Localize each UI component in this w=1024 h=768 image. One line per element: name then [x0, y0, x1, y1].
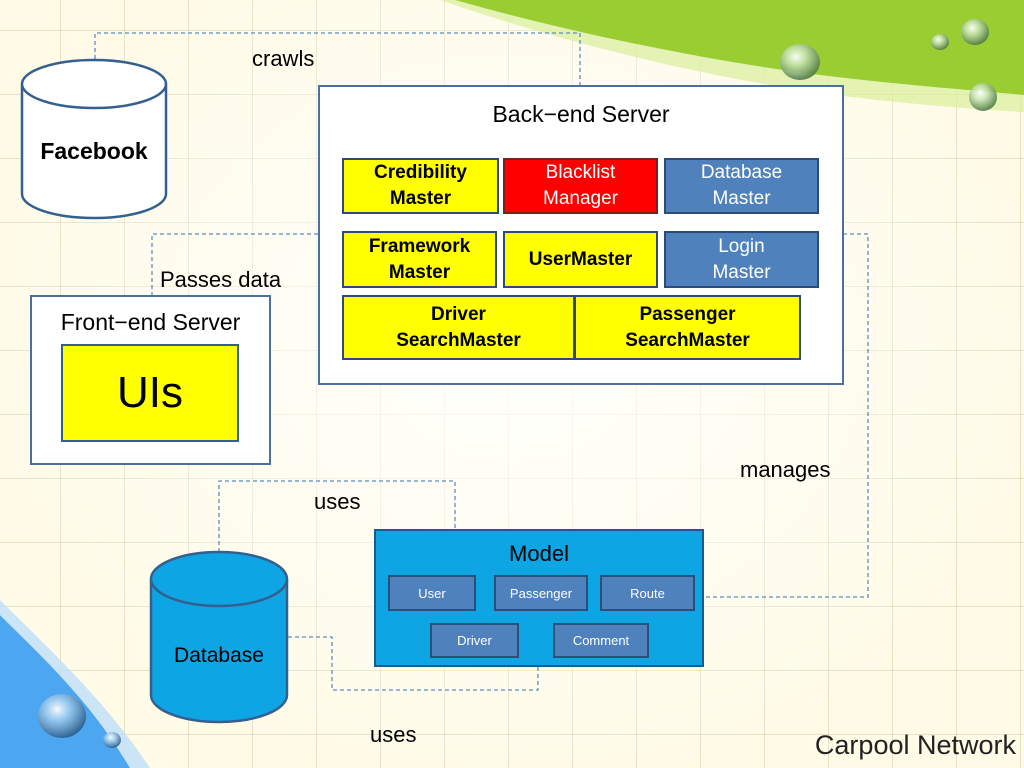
droplet-decoration [38, 694, 86, 738]
droplet-decoration [931, 34, 949, 50]
slide-footer-title: Carpool Network [814, 730, 1016, 760]
module-label: Database [700, 162, 783, 183]
label-crawls: crawls [252, 46, 315, 71]
module-label: Login [718, 235, 765, 257]
light-blue-band [0, 600, 150, 768]
facebook-label: Facebook [40, 138, 148, 164]
module-label: Driver [431, 303, 486, 325]
module-label: Framework [368, 235, 471, 257]
droplet-decoration [780, 44, 820, 80]
module-label: SearchMaster [396, 329, 521, 351]
module-usermaster: UserMaster [503, 231, 658, 288]
model-item-passenger: Passenger [494, 575, 588, 611]
backend-server-title: Back−end Server [492, 101, 670, 127]
blue-corner-shape [0, 615, 130, 768]
label-uses-bottom: uses [370, 722, 417, 747]
uis-label: UIs [117, 368, 183, 417]
light-green-band [440, 0, 1024, 112]
droplet-decoration [961, 19, 989, 45]
module-label: Blacklist [545, 162, 616, 183]
droplet-decoration [103, 732, 121, 748]
label-uses-top: uses [314, 489, 361, 514]
model-item-user: User [388, 575, 476, 611]
connector-uses-bottom [288, 636, 539, 691]
module-label: Passenger [639, 303, 736, 325]
model-title: Model [509, 541, 569, 566]
connector-uses-top [218, 480, 456, 552]
frontend-server-box: Front−end Server UIs [30, 295, 271, 465]
facebook-cylinder [20, 58, 168, 220]
green-corner-shape [455, 0, 1024, 95]
database-label: Database [174, 644, 264, 667]
model-box: Model User Passenger Route Driver Commen… [374, 529, 704, 667]
database-cylinder [149, 550, 289, 724]
frontend-server-title: Front−end Server [60, 309, 241, 335]
uis-box: UIs [61, 344, 239, 442]
module-label: Master [712, 188, 771, 209]
module-label: Credibility [374, 162, 467, 183]
module-label: Master [712, 261, 771, 283]
module-label: Master [388, 261, 451, 283]
model-item-driver: Driver [430, 623, 519, 658]
model-item-route: Route [600, 575, 695, 611]
module-label: Master [389, 188, 452, 209]
connector-manages [704, 233, 869, 598]
label-manages: manages [740, 457, 831, 482]
droplet-decoration [969, 83, 997, 111]
module-label: SearchMaster [625, 329, 750, 351]
module-label: Manager [543, 188, 618, 209]
label-passes-data: Passes data [160, 267, 282, 292]
model-item-comment: Comment [553, 623, 649, 658]
module-label: UserMaster [528, 248, 633, 270]
